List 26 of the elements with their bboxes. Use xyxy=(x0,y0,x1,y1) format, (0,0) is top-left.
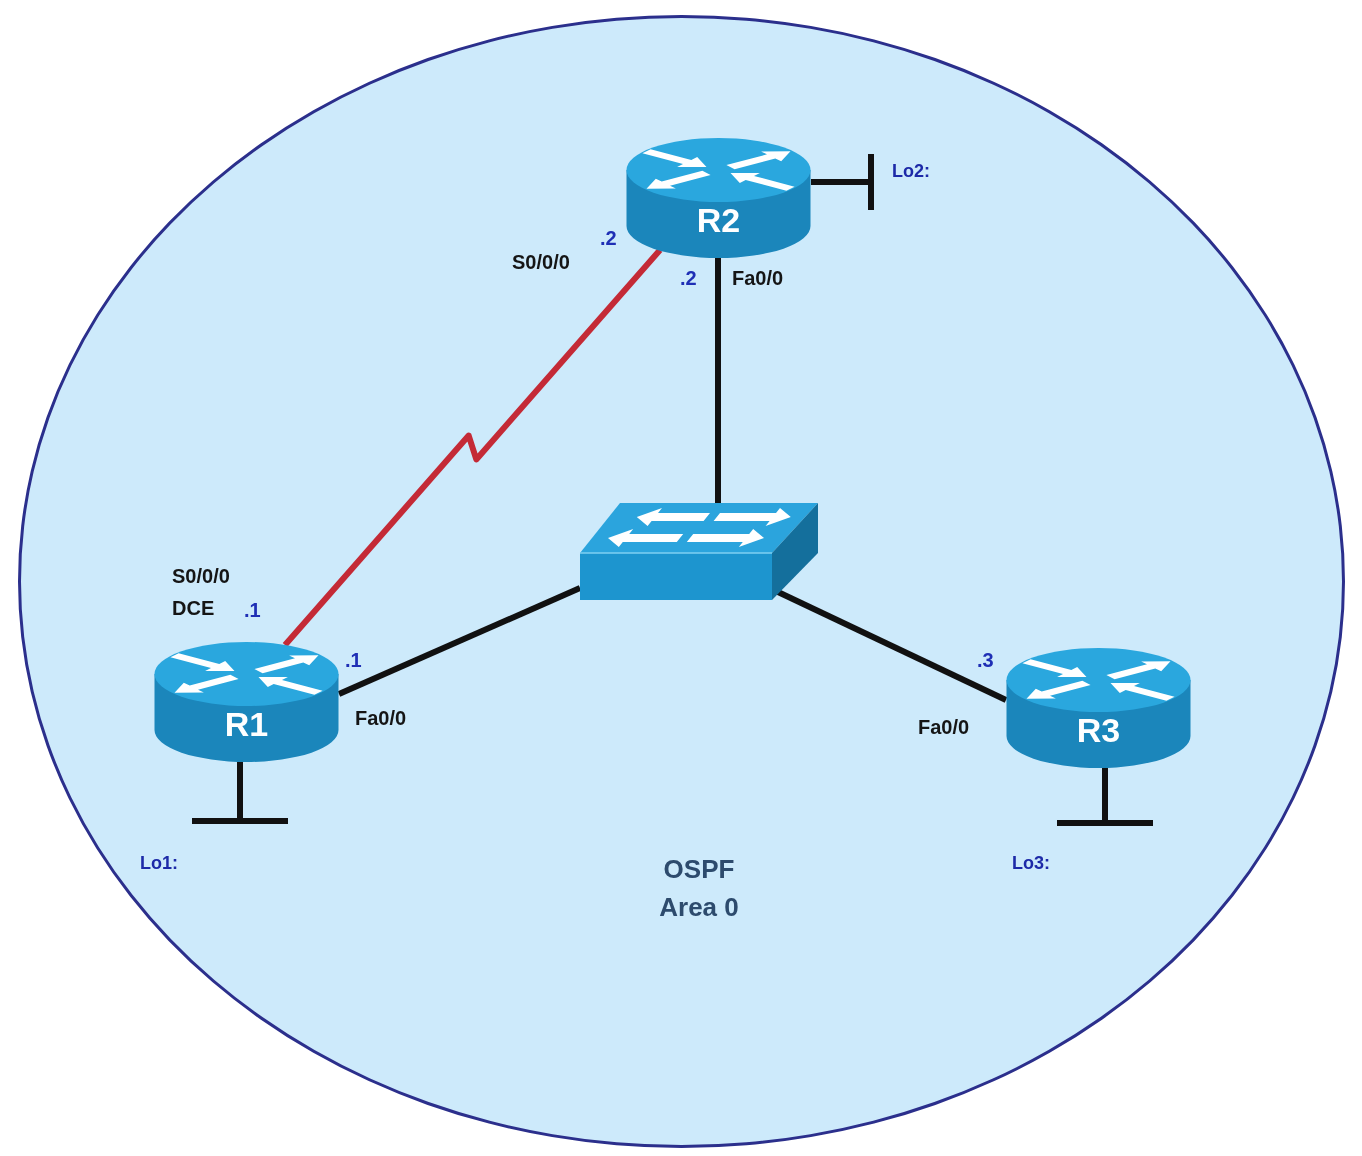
interface-label: Fa0/0 xyxy=(732,266,784,290)
interface-label: S0/0/0 xyxy=(512,250,570,274)
loopback-label: Lo2: xyxy=(892,160,930,182)
interface-label: S0/0/0 DCE xyxy=(172,564,231,621)
loopback-link xyxy=(1102,768,1108,820)
ip-address-label: .1 xyxy=(345,648,362,672)
interface-label: Fa0/0 xyxy=(355,706,407,730)
ip-address-label: .3 xyxy=(977,648,994,672)
loopback-link xyxy=(237,762,243,818)
ip-address-label: .2 xyxy=(600,226,617,250)
router-name: R3 xyxy=(1076,712,1121,749)
router-name: R1 xyxy=(224,706,269,743)
loopback-label: Lo1: xyxy=(140,852,178,874)
loopback-terminator xyxy=(1057,820,1153,826)
loopback-terminator xyxy=(192,818,288,824)
ip-address-label: .1 xyxy=(244,598,261,622)
area-label: OSPF Area 0 xyxy=(658,853,740,924)
loopback-terminator xyxy=(868,154,874,210)
switch-icon xyxy=(580,503,818,600)
loopback-link xyxy=(811,179,868,185)
loopback-label: Lo3: xyxy=(1012,852,1050,874)
router-name: R2 xyxy=(696,202,741,239)
ip-address-label: .2 xyxy=(680,266,697,290)
ethernet-link xyxy=(715,258,721,503)
ethernet-link xyxy=(337,585,582,697)
interface-label: Fa0/0 xyxy=(918,715,970,739)
